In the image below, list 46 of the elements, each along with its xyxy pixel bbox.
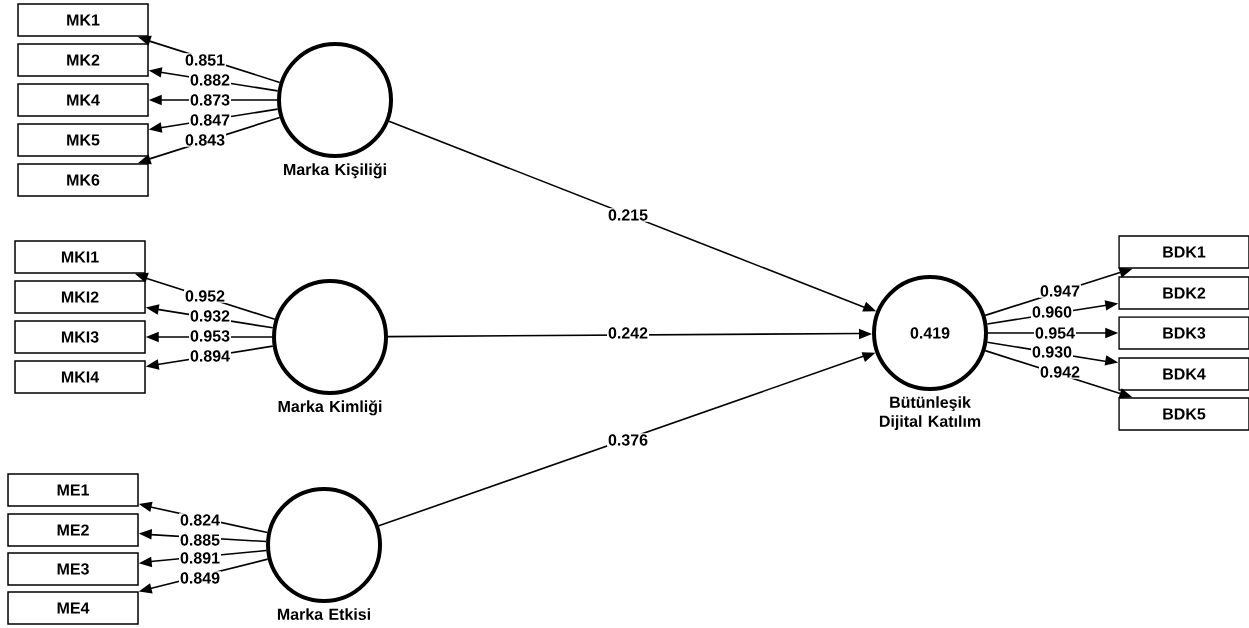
edge-label: 0.847: [189, 113, 232, 127]
indicator-box: MK2: [17, 43, 149, 77]
edge-label: 0.873: [189, 93, 232, 107]
edge-label: 0.947: [1039, 284, 1082, 298]
edge-label: 0.882: [189, 73, 232, 87]
indicator-box: BDK4: [1118, 357, 1249, 391]
edge-label: 0.932: [189, 309, 232, 323]
edge-label: 0.215: [607, 208, 650, 222]
edge-label: 0.824: [179, 513, 222, 527]
indicator-box: ME1: [7, 473, 139, 507]
indicator-box: ME4: [7, 591, 139, 625]
construct-label: Marka Kişiliği: [284, 163, 386, 179]
edge-label: 0.851: [184, 53, 227, 67]
edge-label: 0.954: [1034, 326, 1077, 340]
edge-label: 0.891: [179, 551, 222, 565]
indicator-box: BDK2: [1118, 276, 1249, 310]
arrow: [387, 328, 872, 340]
indicator-box: ME3: [7, 552, 139, 586]
arrow: [388, 120, 877, 312]
edge-label: 0.952: [184, 289, 227, 303]
edge-label: 0.843: [184, 133, 227, 147]
edge-label: 0.960: [1031, 305, 1074, 319]
arrow: [377, 352, 876, 527]
construct-label: Bütünleşik Dijital Katılım: [879, 396, 981, 431]
indicator-box: MKI2: [14, 280, 146, 314]
indicator-box: MKI1: [14, 240, 146, 274]
indicator-box: BDK5: [1118, 397, 1249, 431]
edge-label: 0.894: [189, 349, 232, 363]
edge-label: 0.376: [607, 433, 650, 447]
indicator-box: MK1: [17, 3, 149, 37]
construct-label: Marka Kimliği: [278, 400, 382, 416]
indicator-box: ME2: [7, 513, 139, 547]
edge-label: 0.953: [189, 329, 232, 343]
construct-label: Marka Etkisi: [277, 608, 370, 620]
indicator-box: MKI3: [14, 320, 146, 354]
edge-label: 0.942: [1039, 365, 1082, 379]
indicator-box: BDK3: [1118, 316, 1249, 350]
indicator-box: BDK1: [1118, 235, 1249, 269]
indicator-box: MKI4: [14, 360, 146, 394]
edge-label: 0.242: [607, 326, 650, 340]
edge-label: 0.930: [1031, 345, 1074, 359]
indicator-box: MK4: [17, 83, 149, 117]
indicator-box: MK6: [17, 163, 149, 197]
edge-label: 0.849: [179, 571, 222, 585]
edge-label: 0.885: [179, 533, 222, 547]
indicator-box: MK5: [17, 123, 149, 157]
